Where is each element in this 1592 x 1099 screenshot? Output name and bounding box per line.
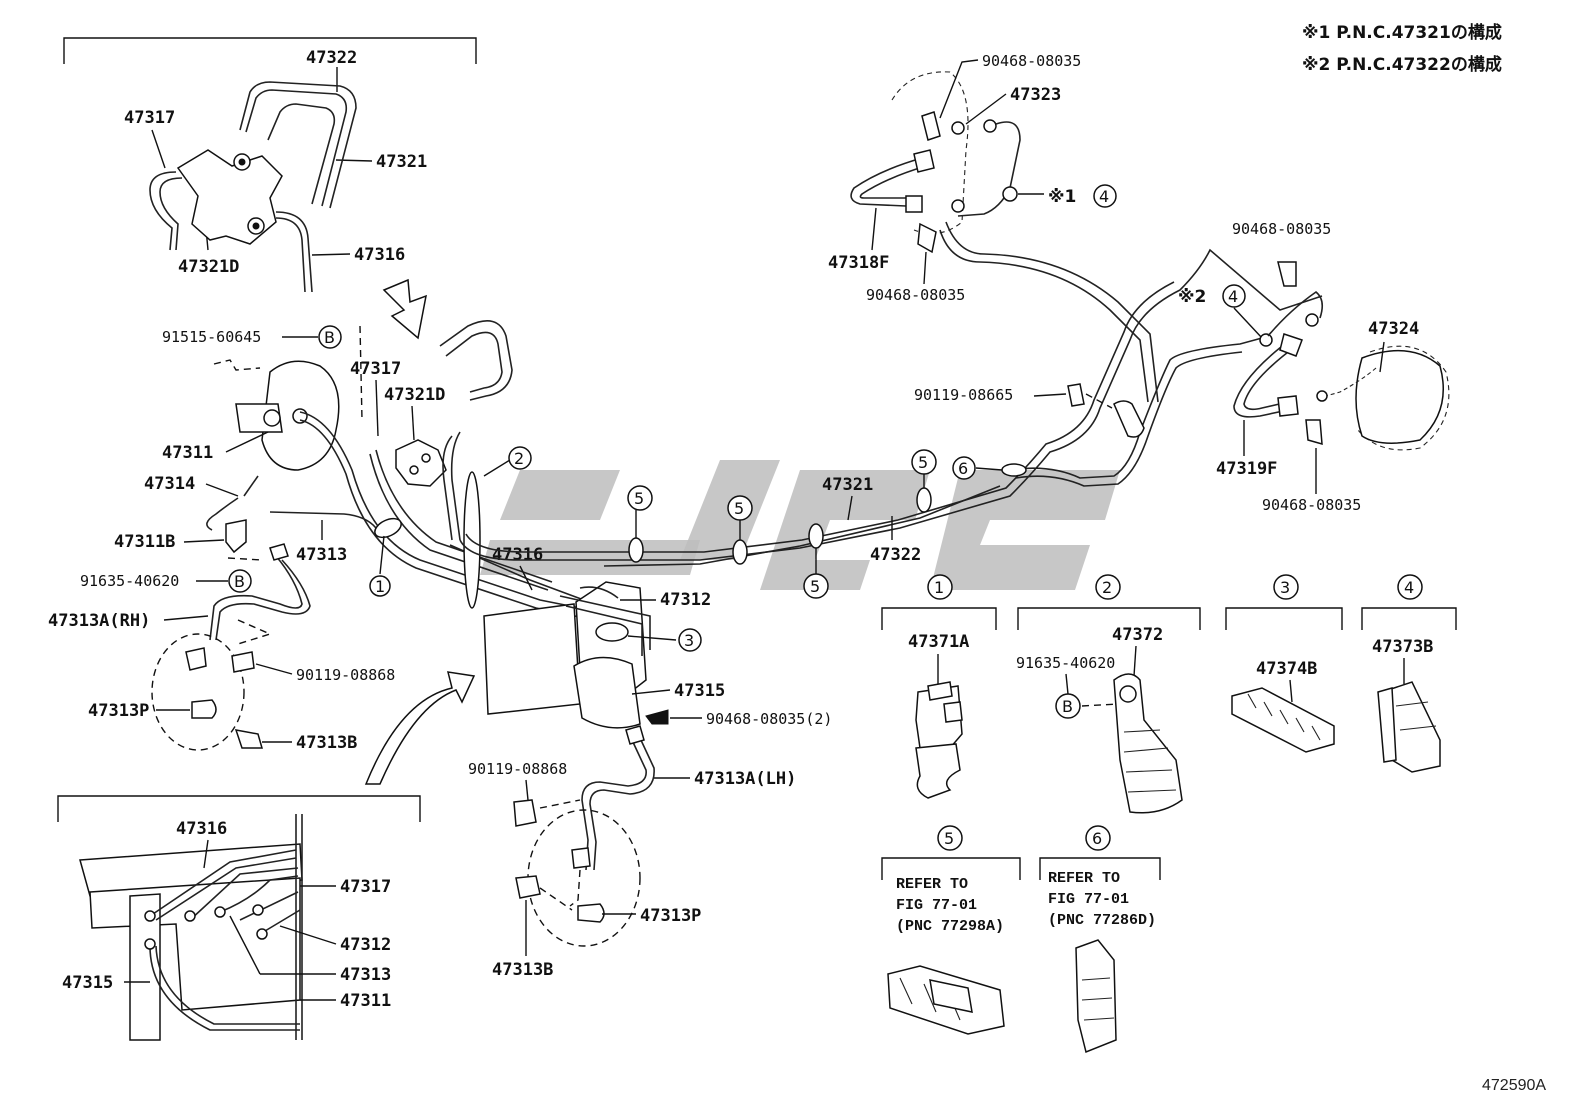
main-pipe-bundle: 47317 47321D 1 2 47316 — [299, 320, 832, 729]
label-47311B: 47311B — [114, 532, 175, 552]
label-47319F: 47319F — [1216, 459, 1277, 479]
front-right-brake: 90468-08035 47323 ※1 4 47318F 90468-0803… — [828, 52, 1117, 304]
label-47321-top: 47321 — [376, 152, 427, 172]
circle-4-note2: 4 — [1228, 287, 1238, 306]
label-47372: 47372 — [1112, 625, 1163, 645]
label-47311: 47311 — [162, 443, 213, 463]
rear-pipes: 5 5 5 5 6 47321 47322 90119-08665 — [459, 221, 1323, 599]
label-47321D-mid: 47321D — [384, 385, 445, 405]
legend-circle-2: 2 — [1102, 578, 1112, 597]
note-1: ※1 P.N.C.47321の構成 — [1302, 22, 1502, 43]
label-47312-mid: 47312 — [660, 590, 711, 610]
refer-5-line2: FIG 77-01 — [896, 897, 977, 914]
label-47316-mid: 47316 — [492, 545, 543, 565]
label-47316-top: 47316 — [354, 245, 405, 265]
label-47311-inset: 47311 — [340, 991, 391, 1011]
circle-b-left: B — [234, 572, 245, 591]
circle-6-bundle: 6 — [958, 459, 968, 478]
label-47313P-mid: 47313P — [640, 906, 701, 926]
label-47313-inset: 47313 — [340, 965, 391, 985]
master-cylinder-area: 91515-60645 B 47311 47314 47311B 47313 9… — [48, 325, 395, 753]
arrow-curved — [364, 671, 476, 785]
rear-right-brake: 90468-08035 ※2 4 47319F 47324 90468-0803… — [1178, 220, 1450, 514]
label-47313B-mid: 47313B — [492, 960, 553, 980]
label-47317-inset: 47317 — [340, 877, 391, 897]
label-90468-08035-2: 90468-08035(2) — [706, 710, 832, 728]
label-47313A-lh: 47313A(LH) — [694, 769, 796, 789]
circle-5-d: 5 — [918, 453, 928, 472]
circle-5-a: 5 — [634, 489, 644, 508]
legend-circle-1: 1 — [934, 578, 944, 597]
label-47316-inset: 47316 — [176, 819, 227, 839]
label-47313A-rh: 47313A(RH) — [48, 611, 150, 631]
refer-6-line2: FIG 77-01 — [1048, 891, 1129, 908]
circle-b-top: B — [324, 328, 335, 347]
label-47314: 47314 — [144, 474, 195, 494]
label-90468-08035-c: 90468-08035 — [1232, 220, 1331, 238]
watermark — [480, 460, 1120, 590]
note-2: ※2 P.N.C.47322の構成 — [1302, 54, 1502, 75]
circle-3-bundle: 3 — [684, 631, 694, 650]
label-47371A: 47371A — [908, 632, 969, 652]
circle-5-b: 5 — [734, 499, 744, 518]
label-47323: 47323 — [1010, 85, 1061, 105]
refer-6-line1: REFER TO — [1048, 870, 1120, 887]
label-90468-08035-d: 90468-08035 — [1262, 496, 1361, 514]
label-91515-60645: 91515-60645 — [162, 328, 261, 346]
circle-1-bundle: 1 — [375, 577, 385, 596]
ref-note2-marker: ※2 — [1178, 287, 1206, 307]
label-90119-08868-left: 90119-08868 — [296, 666, 395, 684]
inset-detail: 47316 47317 47312 47313 47315 47311 — [57, 795, 421, 1041]
refer-5-line3: (PNC 77298A) — [896, 918, 1004, 935]
label-47315-inset: 47315 — [62, 973, 113, 993]
lh-hose-area: 47313A(LH) 90119-08868 47313P 47313B — [468, 725, 796, 980]
label-47374B: 47374B — [1256, 659, 1317, 679]
legend-circle-b: B — [1062, 697, 1073, 716]
legend-circle-6: 6 — [1092, 829, 1102, 848]
legend-circle-4: 4 — [1404, 578, 1414, 597]
top-left-group: 47322 47317 47321 47316 47321D — [63, 37, 477, 293]
figure-id: 472590A — [1482, 1077, 1546, 1094]
label-47312-inset: 47312 — [340, 935, 391, 955]
label-47313-mid: 47313 — [296, 545, 347, 565]
label-47322-top: 47322 — [306, 48, 357, 68]
arrow-down — [382, 278, 427, 340]
circle-5-c: 5 — [810, 577, 820, 596]
refer-6-line3: (PNC 77286D) — [1048, 912, 1156, 929]
legend-circle-5: 5 — [944, 829, 954, 848]
circle-2-bundle: 2 — [514, 449, 524, 468]
label-47322-center: 47322 — [870, 545, 921, 565]
label-47317-mid: 47317 — [350, 359, 401, 379]
label-47373B: 47373B — [1372, 637, 1433, 657]
label-91635-left: 91635-40620 — [80, 572, 179, 590]
label-90468-08035-a: 90468-08035 — [982, 52, 1081, 70]
label-90119-08665: 90119-08665 — [914, 386, 1013, 404]
label-47313B-left: 47313B — [296, 733, 357, 753]
refer-5-line1: REFER TO — [896, 876, 968, 893]
label-47321-center: 47321 — [822, 475, 873, 495]
label-47317-top: 47317 — [124, 108, 175, 128]
label-91635-right: 91635-40620 — [1016, 654, 1115, 672]
clip-legend: 1 47371A 2 47372 91635-40620 B 3 47374B … — [881, 574, 1457, 1054]
label-47315-mid: 47315 — [674, 681, 725, 701]
label-47324: 47324 — [1368, 319, 1419, 339]
label-90119-08868-mid: 90119-08868 — [468, 760, 567, 778]
label-90468-08035-b: 90468-08035 — [866, 286, 965, 304]
ref-note1-marker: ※1 — [1048, 187, 1076, 207]
label-47318F: 47318F — [828, 253, 889, 273]
label-47313P-left: 47313P — [88, 701, 149, 721]
legend-circle-3: 3 — [1280, 578, 1290, 597]
label-47321D-top: 47321D — [178, 257, 239, 277]
circle-4-note1: 4 — [1099, 187, 1109, 206]
